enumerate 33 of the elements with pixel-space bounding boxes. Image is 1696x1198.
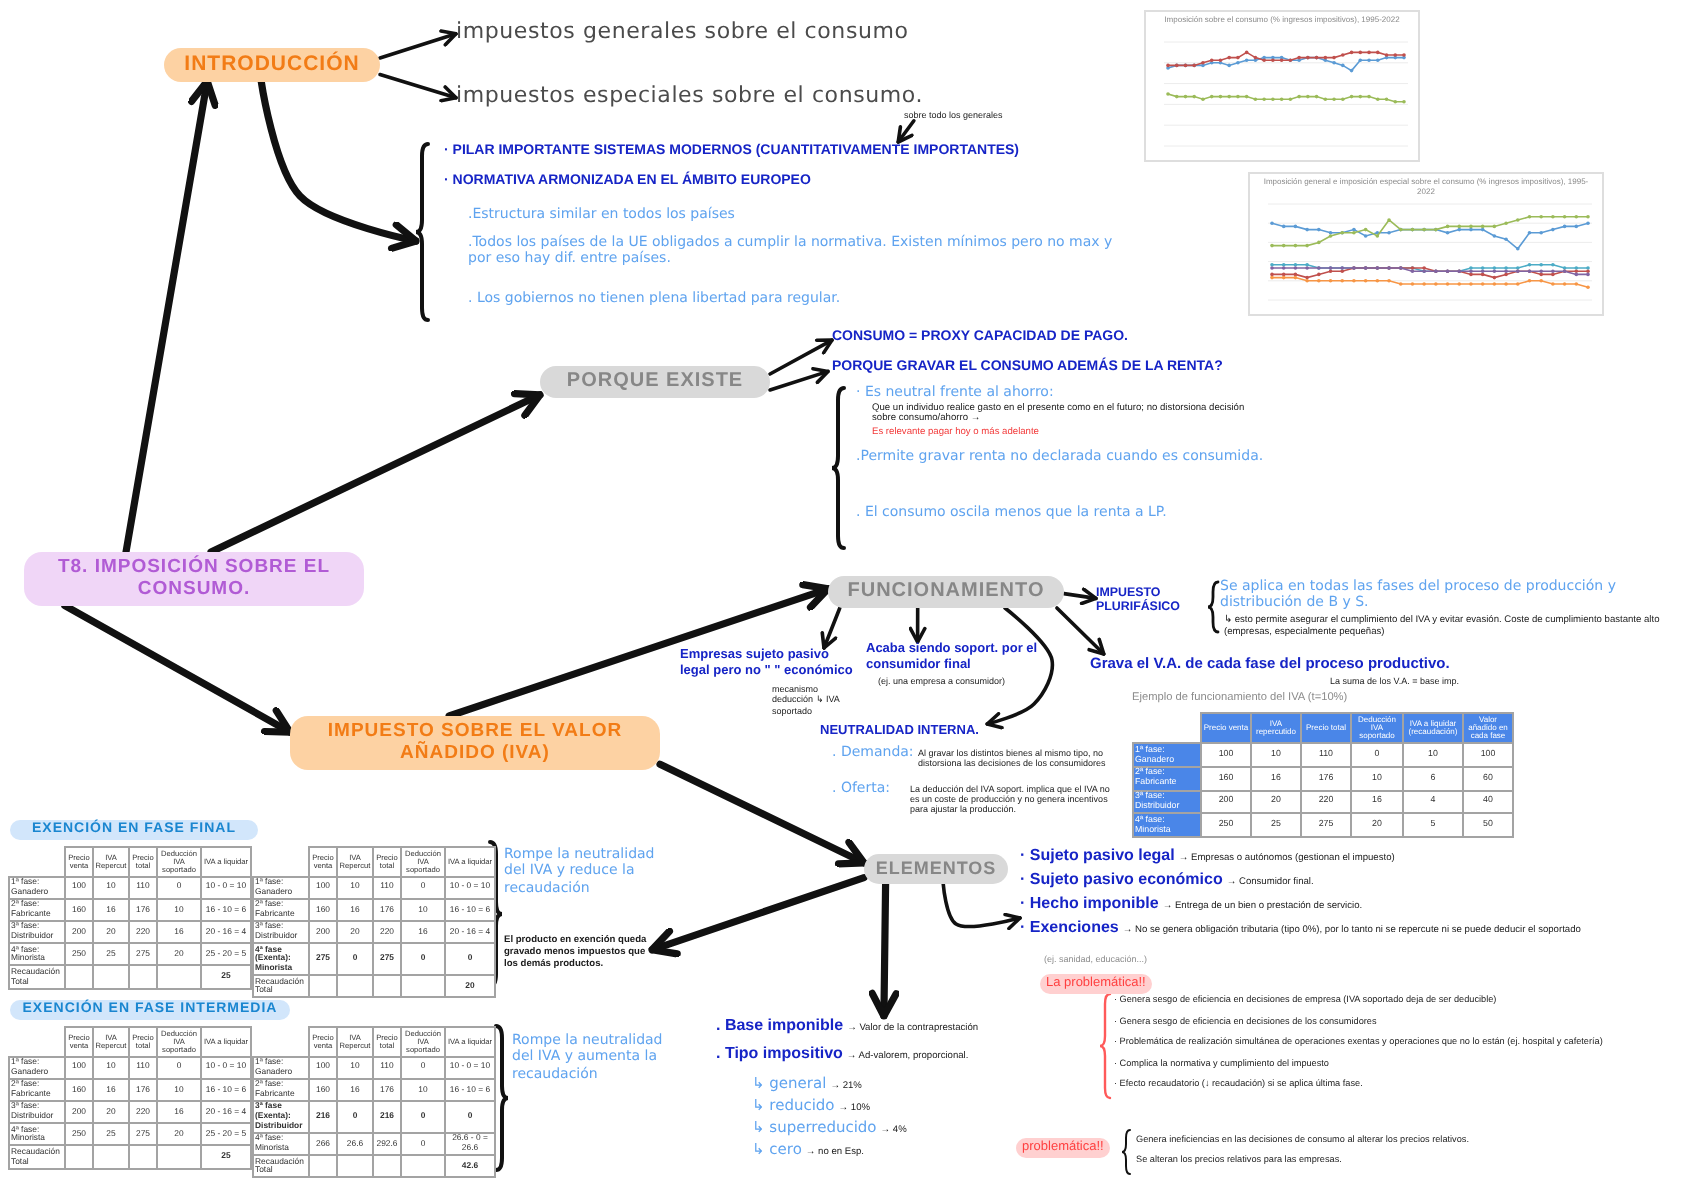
term-text: · Sujeto pasivo legal [1020,846,1175,864]
topic-highlight: T8. IMPOSICIÓN SOBRE EL CONSUMO. [24,552,364,606]
arrow [768,338,834,376]
arrow [257,77,420,252]
topic-highlight: IMPUESTO SOBRE EL VALOR AÑADIDO (IVA) [290,716,660,770]
arrow [207,390,544,556]
arrow [768,366,830,392]
arrow [1062,587,1098,606]
arrow [1055,606,1106,656]
arrow [896,119,916,144]
branch-text: impuestos especiales sobre el consumo. [456,82,924,109]
arrow [61,601,294,736]
arrow [941,881,1022,931]
term-text: · Sujeto pasivo económico [1020,870,1223,888]
arrow [378,29,458,60]
topic-highlight: FUNCIONAMIENTO [828,576,1064,608]
term-text: · Exenciones [1020,918,1119,936]
branch-text: impuestos generales sobre el consumo [456,18,909,45]
topic-highlight: ELEMENTOS [864,854,1008,884]
term-text: · Hecho imponible [1020,894,1159,912]
arrow [122,77,219,556]
arrow [378,72,458,103]
term-text: . Base imponible [716,1016,844,1034]
arrow [868,880,900,1020]
arrow [648,874,868,958]
arrow [656,760,868,868]
arrow [445,581,832,720]
term-text: . Tipo impositivo [716,1044,843,1062]
arrow [820,606,842,650]
arrow [985,606,1055,730]
arrow [908,606,927,644]
topic-highlight: PORQUE EXISTE [540,366,770,398]
topic-highlight: INTRODUCCIÓN [164,48,380,82]
